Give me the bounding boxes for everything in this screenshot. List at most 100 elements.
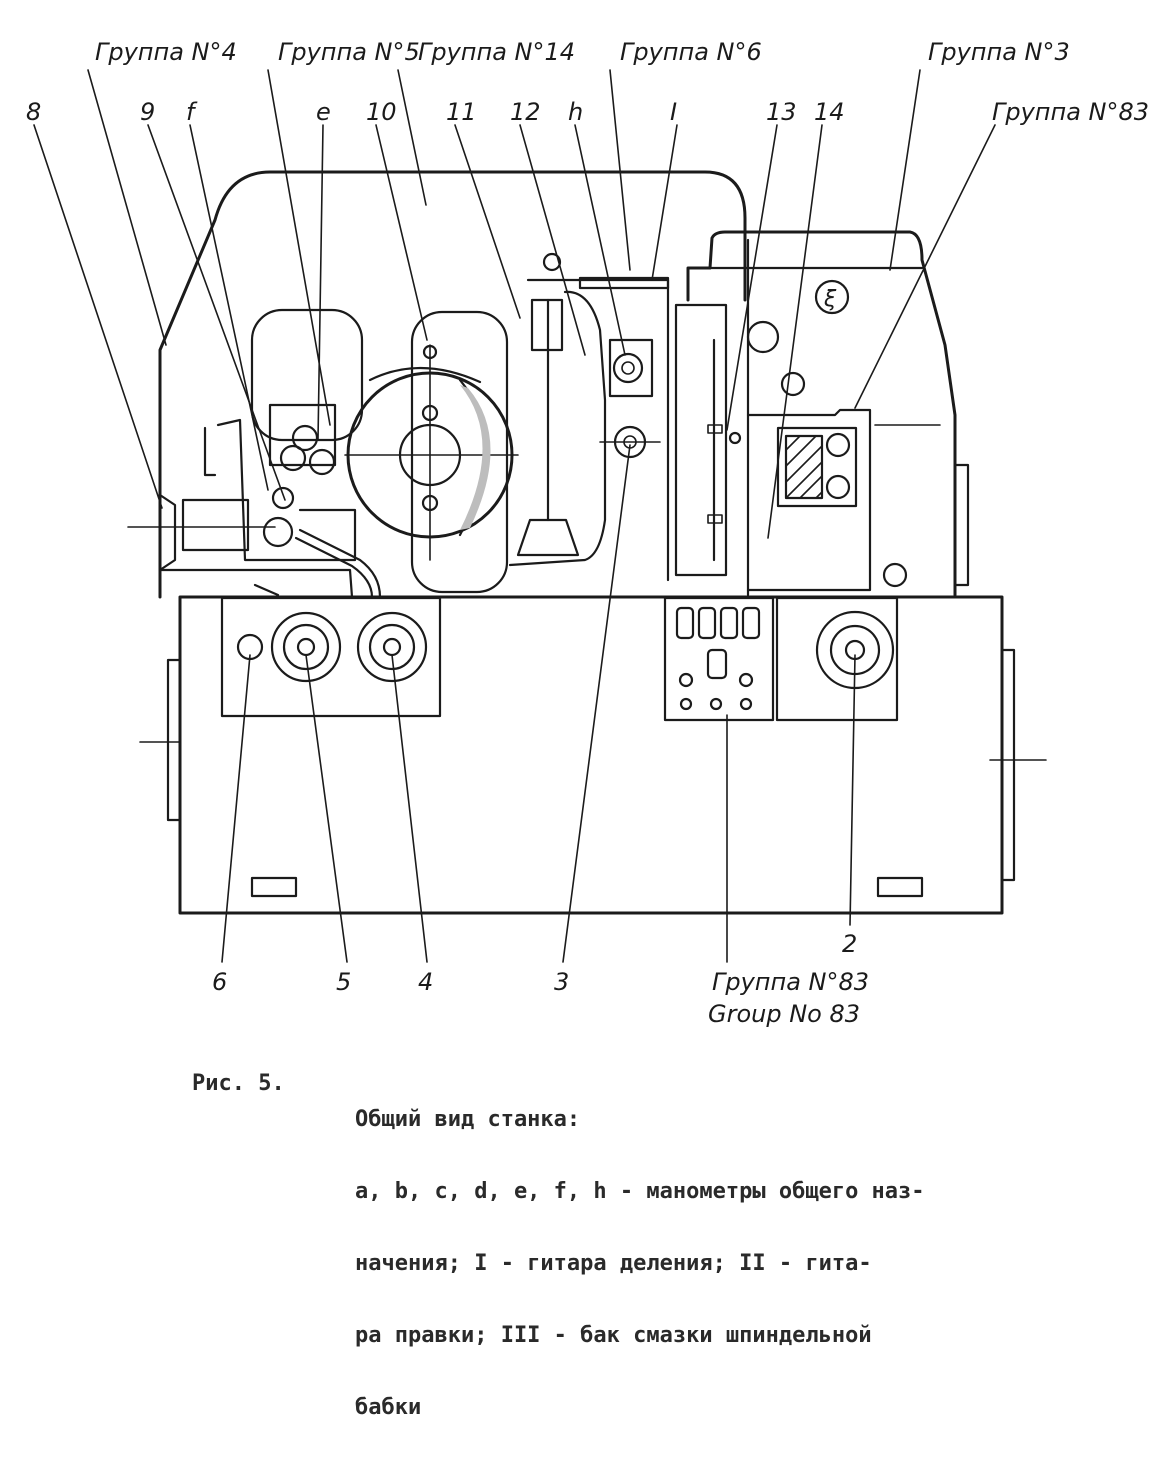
slot-right <box>876 876 924 898</box>
label-14: 14 <box>814 98 845 126</box>
right-door <box>1000 648 1016 882</box>
knob-4-mid <box>368 623 416 671</box>
spindle-knob <box>542 252 562 272</box>
label-12: 12 <box>510 98 541 126</box>
knob-5-inner <box>296 637 316 657</box>
gauge-h-inner <box>621 361 635 375</box>
gauge-f <box>271 486 295 510</box>
machine-outline: ξ <box>127 170 1047 915</box>
guitar-column <box>674 303 728 577</box>
label-11: 11 <box>446 98 477 126</box>
label-9: 9 <box>140 98 155 126</box>
leader-3 <box>562 444 631 963</box>
leader-group4 <box>87 69 167 346</box>
figure-canvas: ξ <box>26 38 1149 1420</box>
label-8: 8 <box>26 98 41 126</box>
label-group83-top: Группа N°83 <box>992 98 1149 126</box>
label-group3: Группа N°3 <box>928 38 1070 66</box>
label-4: 4 <box>418 968 433 996</box>
leader-5 <box>305 654 348 963</box>
column-profile <box>508 290 607 567</box>
knob-5-outer <box>270 611 342 683</box>
leader-group83-top <box>854 124 996 409</box>
dresser-hub <box>262 516 294 548</box>
label-group83-bottom-ru: Группа N°83 <box>712 968 869 996</box>
knob-4-inner <box>382 637 402 657</box>
abrasive-fill <box>460 385 491 530</box>
labels: Группа N°4 Группа N°5 Группа N°14 Группа… <box>26 38 1149 1028</box>
leader-group3 <box>889 69 921 271</box>
tailstock <box>181 498 250 552</box>
knob-5-mid <box>282 623 330 671</box>
caption-line-2: a, b, c, d, e, f, h - манометры общего н… <box>355 1179 925 1204</box>
cover-top <box>578 276 670 290</box>
head-port-5 <box>882 562 908 588</box>
caption-line-5: бабки <box>355 1395 422 1420</box>
label-f: f <box>186 98 198 126</box>
label-2: 2 <box>842 930 857 958</box>
gauge-e2 <box>279 444 307 472</box>
leader-group6 <box>609 69 631 271</box>
leader-group14 <box>397 69 427 206</box>
dresser-housing <box>250 308 364 442</box>
panel-83 <box>663 596 775 722</box>
leader-8 <box>33 124 163 509</box>
label-group83-bottom-en: Group No 83 <box>708 1000 860 1028</box>
dresser-frame <box>216 418 357 562</box>
caption-line-3: начения; I - гитара деления; II - гита- <box>355 1251 872 1276</box>
table-slide <box>158 568 354 599</box>
label-group6: Группа N°6 <box>620 38 762 66</box>
label-group4: Группа N°4 <box>95 38 237 66</box>
caption-line-4: ра правки; III - бак смазки шпиндельной <box>355 1323 872 1348</box>
head-port-3 <box>746 320 780 354</box>
leader-f <box>189 124 269 491</box>
coolant-pipe <box>298 528 382 599</box>
right-housing <box>686 230 957 597</box>
leader-2 <box>849 654 856 926</box>
head-port-4 <box>780 371 806 397</box>
head-panel <box>746 408 872 592</box>
guitar-clamp-2 <box>707 514 723 524</box>
leader-h <box>574 124 626 356</box>
slot-left <box>250 876 298 898</box>
hatching <box>785 435 823 499</box>
symbol-circle <box>814 279 850 315</box>
symbol-glyph: ξ <box>823 287 837 312</box>
caption-line-1: Общий вид станка: <box>355 1107 581 1132</box>
panel-2 <box>775 596 899 722</box>
coolant-pipe-2 <box>294 536 374 599</box>
gauge-e <box>291 424 319 452</box>
label-e: e <box>316 98 331 126</box>
leader-12 <box>519 124 586 356</box>
tailstock-end <box>158 493 177 572</box>
leader-I <box>651 124 678 281</box>
leader-13 <box>726 124 778 431</box>
label-6: 6 <box>212 968 227 996</box>
guitar-pin <box>728 431 742 445</box>
left-door <box>166 658 182 822</box>
label-group14: Группа N°14 <box>418 38 575 66</box>
wheel-housing <box>410 310 509 594</box>
wheel-bolt-1 <box>421 404 439 422</box>
spindle-block <box>530 298 564 352</box>
machine-drawing: ξ <box>26 38 1149 1028</box>
knob-4-outer <box>356 611 428 683</box>
leader-10 <box>375 124 428 341</box>
leader-e <box>317 124 324 441</box>
gauge-h <box>612 352 644 384</box>
figure-number: Рис. 5. <box>192 1071 285 1096</box>
leader-4 <box>391 654 428 963</box>
wheel-bolt-2 <box>421 494 439 512</box>
label-10: 10 <box>366 98 397 126</box>
head-port-1 <box>825 432 851 458</box>
label-group5: Группа N°5 <box>278 38 420 66</box>
housing-bump <box>953 463 970 587</box>
leader-6 <box>221 654 251 963</box>
hatched-block <box>784 434 824 500</box>
wheel-guard <box>368 366 482 384</box>
label-3: 3 <box>554 968 569 996</box>
head-port-2 <box>825 474 851 500</box>
leader-9 <box>147 124 286 501</box>
guitar-clamp-1 <box>707 424 723 434</box>
dresser-handle <box>203 426 217 477</box>
